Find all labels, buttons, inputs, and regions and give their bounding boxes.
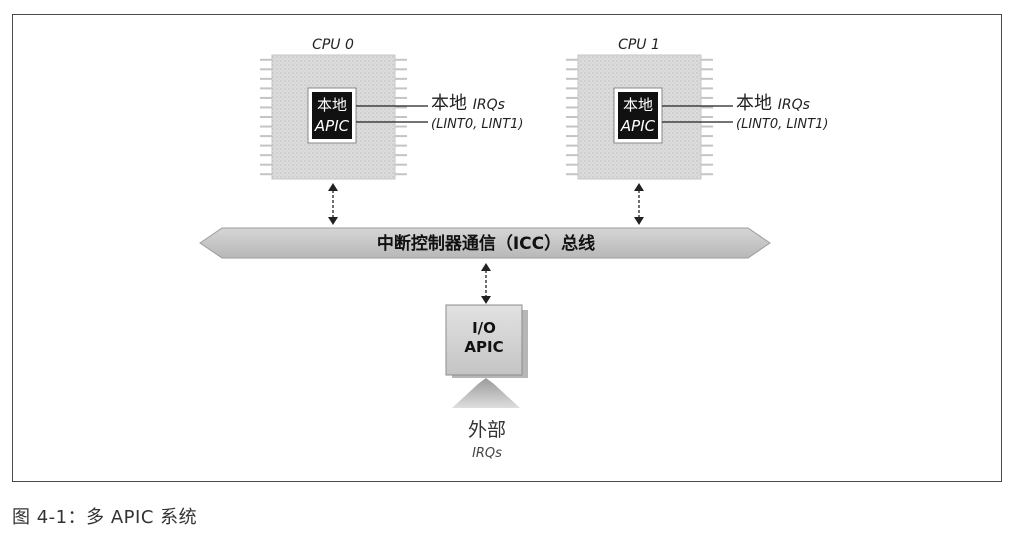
io-apic-box — [445, 304, 523, 376]
cpu1-apic-line1: 本地 — [623, 96, 653, 114]
cpu1-irq-label: 本地 IRQs — [736, 93, 810, 114]
io-apic: I/O APIC 外部 IRQs — [445, 263, 528, 461]
cpu0-pins — [260, 58, 407, 176]
cpu0-local-apic: 本地 APIC — [307, 87, 357, 144]
cpu0-lint-lines — [356, 105, 428, 123]
cpu1-irq-label-cn: 本地 — [736, 93, 772, 114]
cpu0-irq-label-cn: 本地 — [431, 93, 467, 114]
icc-bus: 中断控制器通信（ICC）总线 — [199, 227, 771, 259]
cpu0: CPU 0 本地 APIC 本地 IRQs (LINT0, LINT1) — [260, 37, 523, 225]
cpu0-apic-line1: 本地 — [317, 96, 347, 114]
io-apic-line1: I/O — [472, 319, 496, 337]
cpu0-irq-lines: (LINT0, LINT1) — [431, 117, 523, 132]
icc-bus-label: 中断控制器通信（ICC）总线 — [377, 233, 595, 254]
cpu0-irq-label: 本地 IRQs — [431, 93, 505, 114]
cpu1-irq-label-en: IRQs — [778, 97, 810, 113]
cpu1-irq-lines: (LINT0, LINT1) — [736, 117, 828, 132]
cpu1-bus-link — [634, 183, 644, 225]
cpu0-apic-line2: APIC — [314, 117, 350, 135]
external-label-cn: 外部 — [468, 419, 506, 441]
cpu1-label: CPU 1 — [618, 37, 660, 53]
cpu0-bus-link — [328, 183, 338, 225]
cpu1-local-apic: 本地 APIC — [613, 87, 663, 144]
figure-caption: 图 4-1：多 APIC 系统 — [12, 507, 198, 528]
io-apic-bus-link — [481, 263, 491, 304]
external-label-en: IRQs — [472, 446, 502, 461]
io-apic-line2: APIC — [464, 338, 503, 356]
cpu1-lint-lines — [662, 105, 733, 123]
external-irq-arrow — [452, 378, 520, 408]
cpu0-label: CPU 0 — [312, 37, 354, 53]
cpu1-apic-line2: APIC — [620, 117, 656, 135]
cpu1-pins — [566, 58, 713, 176]
cpu1: CPU 1 本地 APIC 本地 IRQs (LINT0, LINT1) — [566, 37, 828, 225]
cpu0-irq-label-en: IRQs — [473, 97, 505, 113]
